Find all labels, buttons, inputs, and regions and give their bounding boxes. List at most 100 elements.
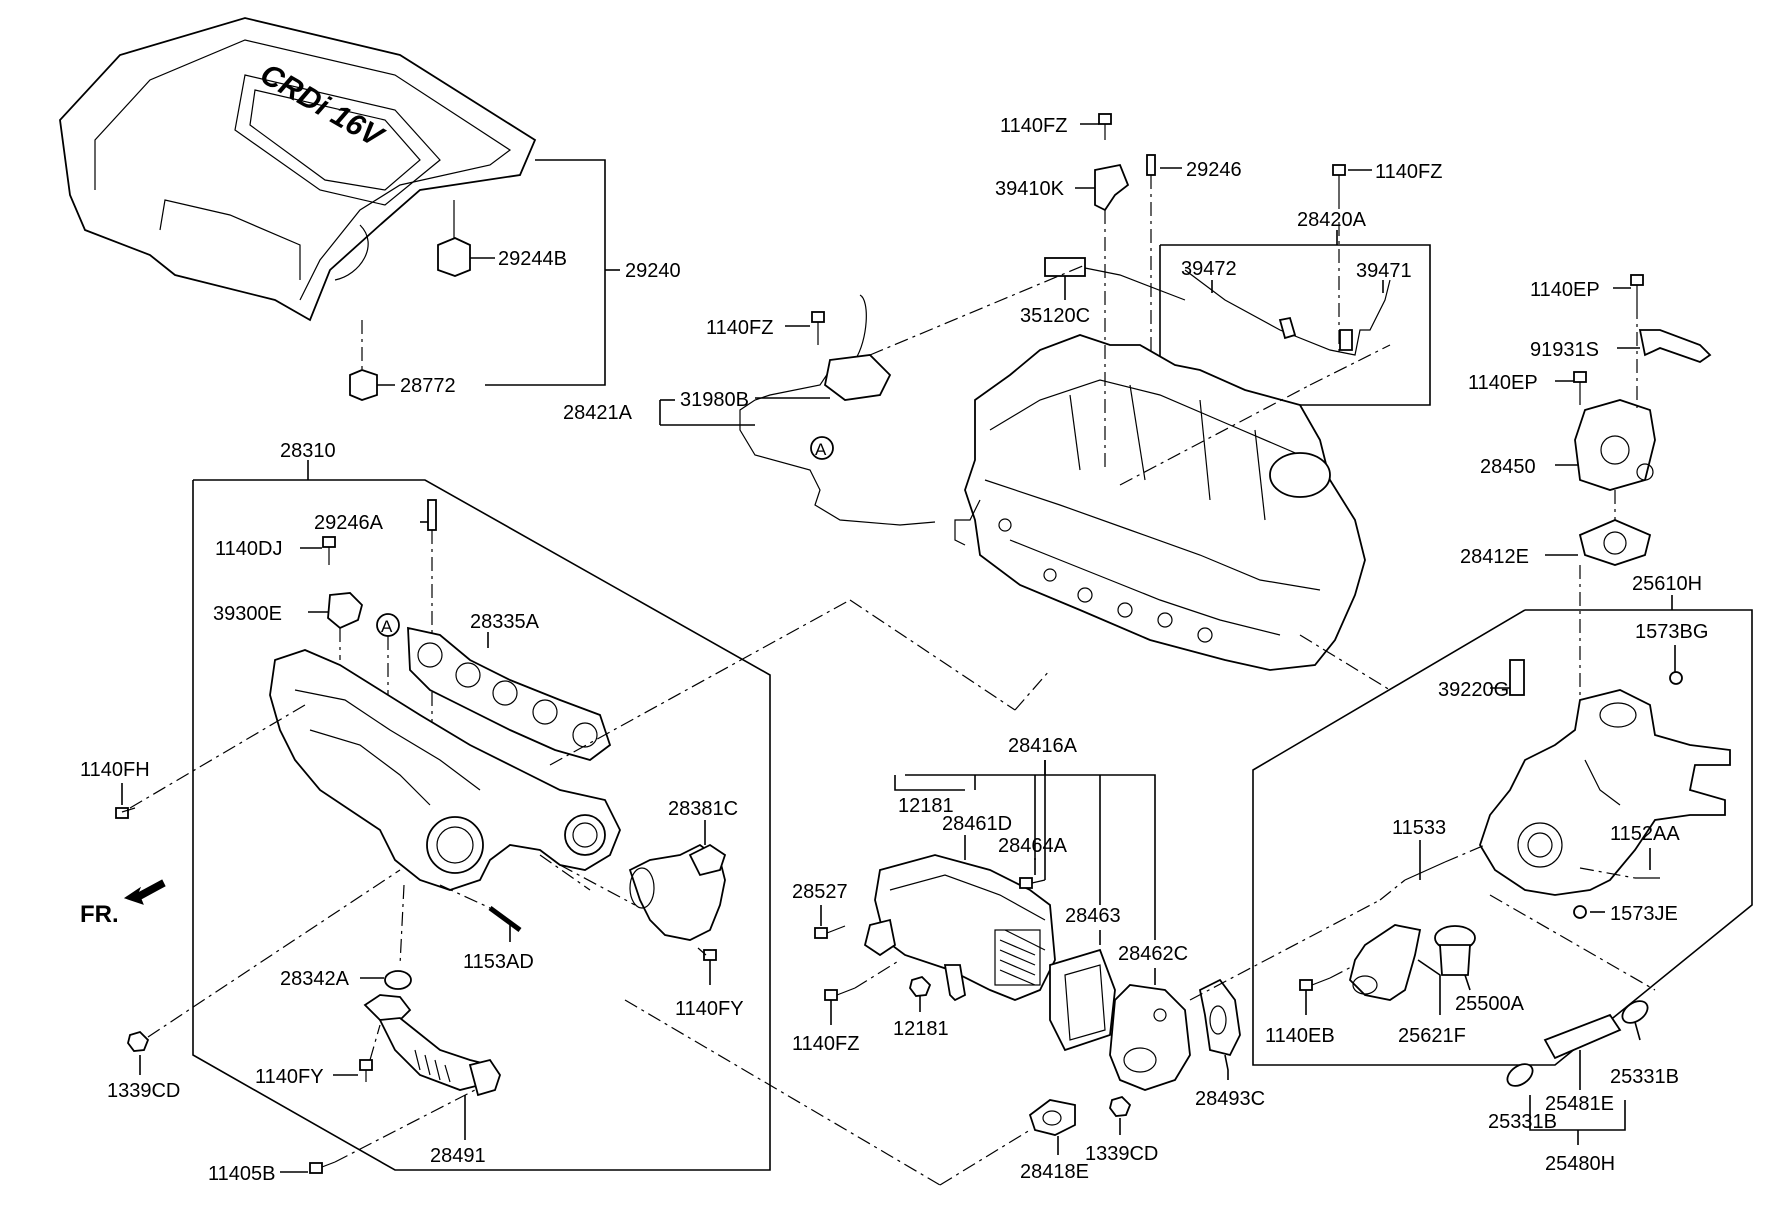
label-29246a: 29246A bbox=[314, 512, 384, 534]
label-1152aa: 1152AA bbox=[1610, 823, 1680, 845]
label-25621f: 25621F bbox=[1398, 1025, 1466, 1047]
egr-pipe-28491 bbox=[363, 994, 501, 1097]
label-28421a: 28421A bbox=[563, 402, 633, 424]
label-1140dj: 1140DJ bbox=[215, 538, 282, 560]
label-1140fy-a: 1140FY bbox=[675, 998, 744, 1020]
gasket-28463 bbox=[1049, 948, 1116, 1052]
sensor-39220g bbox=[1509, 659, 1525, 696]
label-28412e: 28412E bbox=[1460, 546, 1529, 568]
label-31980b: 31980B bbox=[680, 389, 749, 411]
label-1573bg: 1573BG bbox=[1635, 621, 1708, 643]
egr-housing-28462c bbox=[1109, 984, 1191, 1091]
throttle-28381c bbox=[628, 843, 727, 941]
stud-1153ad bbox=[488, 905, 522, 933]
bolt-1140fy-b bbox=[359, 1059, 373, 1082]
label-1140fz-b: 1140FZ bbox=[1375, 161, 1442, 183]
label-1339cd-b: 1339CD bbox=[1085, 1143, 1158, 1165]
label-1140ep-b: 1140EP bbox=[1468, 372, 1538, 394]
label-29246: 29246 bbox=[1186, 159, 1242, 181]
bolt-28464a bbox=[1019, 877, 1046, 889]
label-11533: 11533 bbox=[1392, 817, 1446, 839]
label-1140fz-d: 1140FZ bbox=[792, 1033, 859, 1055]
gasket-28493c bbox=[1198, 978, 1241, 1057]
label-1140fz-c: 1140FZ bbox=[706, 317, 773, 339]
label-39410k: 39410K bbox=[995, 178, 1065, 200]
bolt-1140fz-d bbox=[824, 987, 856, 1001]
bracket-91931s bbox=[1638, 329, 1712, 364]
svg-text:A: A bbox=[815, 440, 827, 459]
label-28310: 28310 bbox=[280, 440, 336, 462]
bolt-1140fz-b bbox=[1332, 164, 1346, 355]
bolt-28527 bbox=[814, 925, 846, 939]
bolt-1140ep-a bbox=[1630, 274, 1644, 305]
clamp-25331b-upper bbox=[1621, 1000, 1649, 1024]
front-arrow-icon bbox=[123, 879, 166, 905]
svg-text:A: A bbox=[381, 617, 393, 636]
bolt-11405b bbox=[309, 1161, 336, 1174]
plug-1573je bbox=[1573, 905, 1587, 919]
water-outlet-25621f bbox=[1349, 924, 1422, 1001]
label-11405b: 11405B bbox=[208, 1163, 275, 1185]
label-29244b: 29244B bbox=[498, 248, 567, 270]
rubber-28772 bbox=[349, 320, 378, 401]
stud-29246 bbox=[1146, 154, 1156, 390]
label-fr: FR. bbox=[80, 901, 119, 928]
label-28493c: 28493C bbox=[1195, 1088, 1265, 1110]
label-1140fy-b: 1140FY bbox=[255, 1066, 324, 1088]
gasket-28418e bbox=[1028, 1099, 1076, 1136]
label-1140fz-a: 1140FZ bbox=[1000, 115, 1067, 137]
nut-12181-b bbox=[909, 975, 932, 997]
label-25610h: 25610H bbox=[1632, 573, 1702, 595]
label-28461d: 28461D bbox=[942, 813, 1012, 835]
oring-28342a bbox=[384, 970, 412, 990]
label-28462c: 28462C bbox=[1118, 943, 1188, 965]
label-28772: 28772 bbox=[400, 375, 456, 397]
egr-cooler bbox=[863, 854, 1056, 1002]
label-28450: 28450 bbox=[1480, 456, 1536, 478]
clamp-25331b-lower bbox=[1506, 1063, 1534, 1087]
marker-a-1: A bbox=[810, 436, 834, 460]
label-29240: 29240 bbox=[625, 260, 681, 282]
bolt-1140eb bbox=[1299, 977, 1331, 991]
label-25480h: 25480H bbox=[1545, 1153, 1615, 1175]
thermostat-25500a bbox=[1434, 925, 1476, 976]
bracket-39410k bbox=[1094, 163, 1130, 212]
intake-manifold bbox=[269, 649, 621, 891]
label-28420a: 28420A bbox=[1297, 209, 1367, 231]
bolt-1140ep-b bbox=[1573, 371, 1587, 405]
hose-25481e bbox=[1543, 1013, 1622, 1060]
label-39472: 39472 bbox=[1181, 258, 1237, 280]
pipe-39472-39471 bbox=[1184, 269, 1391, 356]
marker-a-2: A bbox=[376, 613, 400, 637]
label-28491: 28491 bbox=[430, 1145, 486, 1167]
bolt-1140fh bbox=[115, 807, 136, 819]
label-1140ep-a: 1140EP bbox=[1530, 279, 1600, 301]
nut-1339cd-b bbox=[1109, 1095, 1132, 1117]
label-28416a: 28416A bbox=[1008, 735, 1078, 757]
label-39220g: 39220G bbox=[1438, 679, 1509, 701]
label-28381c: 28381C bbox=[668, 798, 738, 820]
bolt-1140fy-a bbox=[697, 947, 717, 961]
label-1573je: 1573JE bbox=[1610, 903, 1678, 925]
label-39300e: 39300E bbox=[213, 603, 282, 625]
sensor-39300e bbox=[327, 592, 364, 630]
gasket-28335a bbox=[407, 626, 612, 761]
bolt-1140fz-c bbox=[811, 311, 825, 345]
gasket-28412e bbox=[1578, 519, 1652, 566]
label-1140fh: 1140FH bbox=[80, 759, 150, 781]
label-25331b-b: 25331B bbox=[1488, 1111, 1557, 1133]
label-1153ad: 1153AD bbox=[463, 951, 534, 973]
label-25331b-a: 25331B bbox=[1610, 1066, 1679, 1088]
bolt-1140dj bbox=[322, 536, 336, 565]
label-28527: 28527 bbox=[792, 881, 848, 903]
label-12181-a: 12181 bbox=[898, 795, 954, 817]
label-1339cd-a: 1339CD bbox=[107, 1080, 180, 1102]
label-91931s: 91931S bbox=[1530, 339, 1599, 361]
label-35120c: 35120C bbox=[1020, 305, 1090, 327]
label-12181-b: 12181 bbox=[893, 1018, 949, 1040]
cylinder-head bbox=[954, 334, 1366, 671]
pipe-31980b bbox=[739, 294, 936, 526]
label-28464a: 28464A bbox=[998, 835, 1068, 857]
thermostat-housing-25610h bbox=[1479, 689, 1731, 896]
